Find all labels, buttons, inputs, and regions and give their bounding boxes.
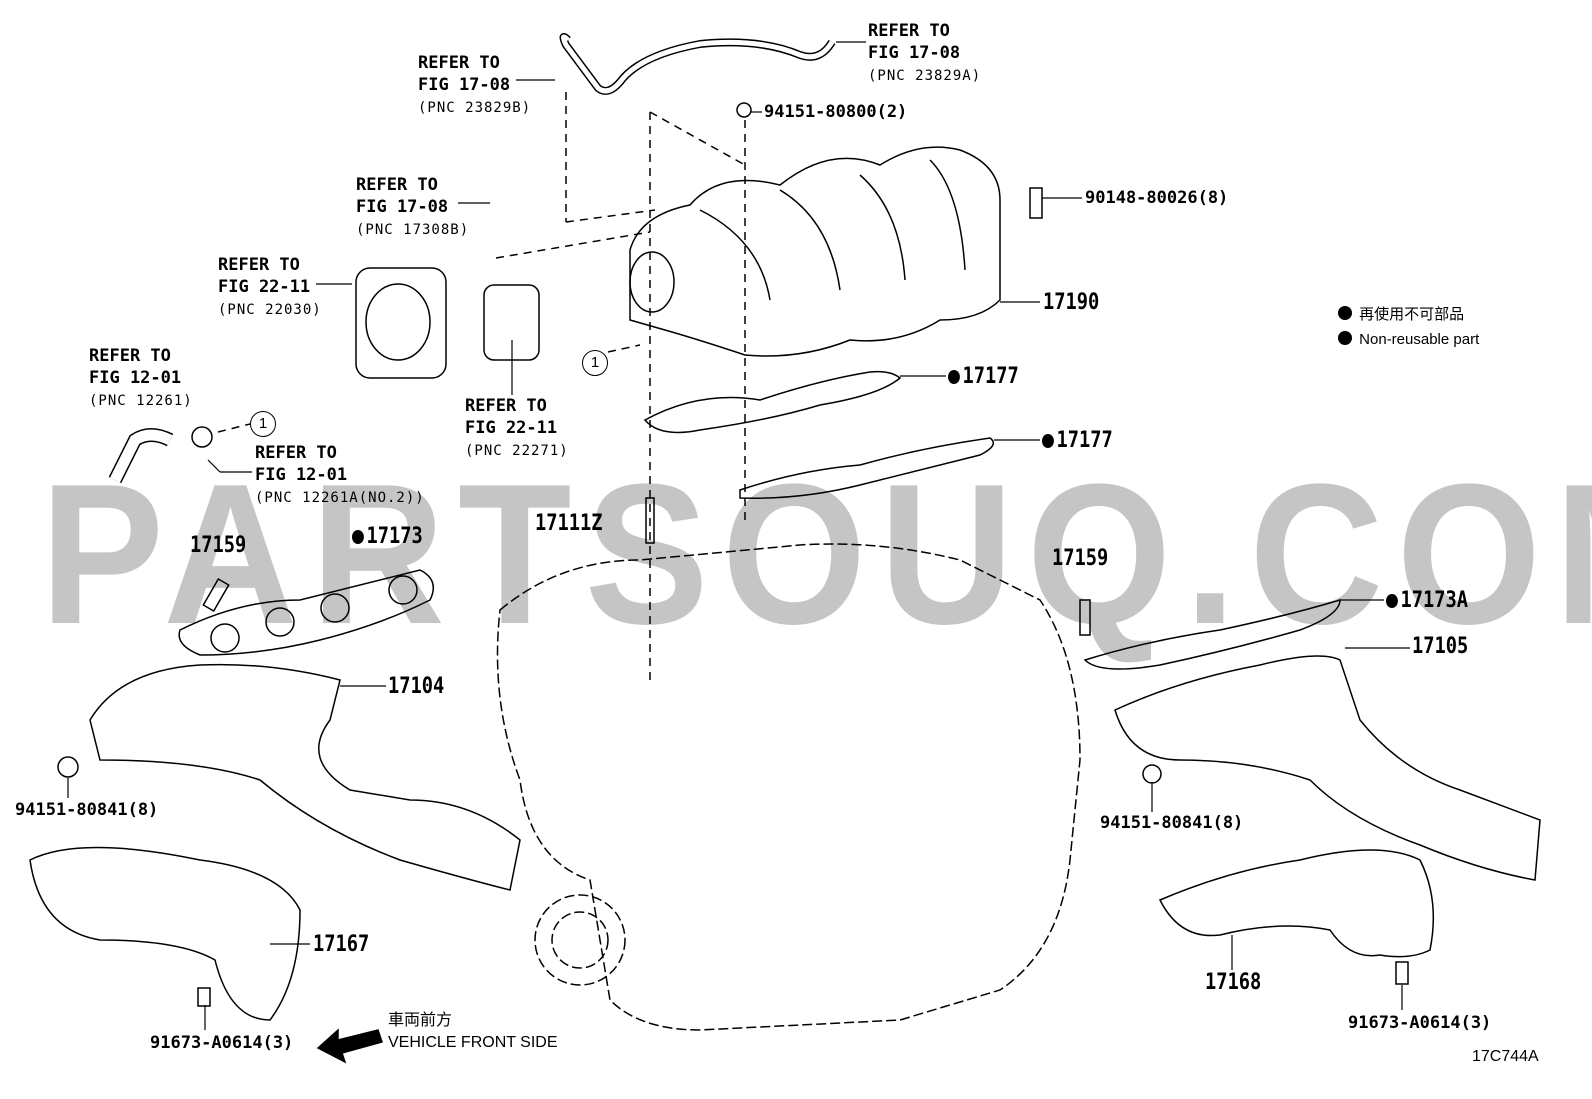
non-reusable-dot-icon [352,530,364,544]
throttle-gasket [483,284,540,361]
part-90148-80026[interactable]: 90148-80026(8) [1085,188,1229,208]
part-17105[interactable]: 17105 [1412,634,1469,659]
ref-line: FIG 12-01 [89,368,182,388]
front-arrow-icon [316,1028,383,1064]
ref-line: FIG 17-08 [418,75,511,95]
front-en: VEHICLE FRONT SIDE [388,1034,558,1051]
legend-item-en: Non-reusable part [1338,327,1479,352]
intake-gasket-2 [739,437,995,499]
stud-17159-left [202,577,230,613]
exhaust-gasket-left [178,569,435,656]
ref-line: REFER TO [418,53,500,73]
ref-line: (PNC 23829A) [868,68,982,84]
dot-icon [1338,306,1352,320]
ref-line: (PNC 22271) [465,443,569,459]
intake-gasket-1 [643,370,902,434]
part-number: 17173A [1400,588,1469,613]
ref-line: REFER TO [868,21,950,41]
part-17168[interactable]: 17168 [1205,970,1262,995]
non-reusable-dot-icon [948,370,960,384]
part-17173a[interactable]: 17173A [1386,588,1468,613]
part-17159-left[interactable]: 17159 [190,533,247,558]
ref-line: (PNC 17308B) [356,222,470,238]
part-94151-80800[interactable]: 94151-80800(2) [764,102,908,122]
part-17159-right[interactable]: 17159 [1052,546,1109,571]
ref-line: FIG 22-11 [465,418,558,438]
part-17167[interactable]: 17167 [313,932,370,957]
part-91673-a0614-left[interactable]: 91673-A0614(3) [150,1033,294,1053]
ref-line: (PNC 12261A(NO.2)) [255,490,425,506]
ref-line: REFER TO [255,443,337,463]
dashed-assembly-lines [217,92,746,680]
callout-marker: 1 [582,350,608,376]
stud-17159-right [1079,599,1091,636]
part-number: 17177 [962,364,1019,389]
part-17104[interactable]: 17104 [388,674,445,699]
ref-line: REFER TO [356,175,438,195]
watermark: PARTSOUQ.COM [40,443,1592,666]
bolt-icon [1029,187,1043,219]
ref-line: REFER TO [218,255,300,275]
exhaust-manifold-left [89,663,521,891]
part-17111z[interactable]: 17111Z [535,511,603,536]
leader-lines [67,41,1410,1030]
legend-text: 再使用不可部品 [1359,306,1465,323]
ref-line: FIG 22-11 [218,277,311,297]
intake-manifold [629,146,1001,357]
throttle-body [355,267,447,379]
ref-line: (PNC 12261) [89,393,193,409]
ref-line: (PNC 22030) [218,302,322,318]
ref-line: REFER TO [89,346,171,366]
part-94151-80841-left[interactable]: 94151-80841(8) [15,800,159,820]
front-jp: 車両前方 [388,1012,453,1029]
part-number: 17177 [1056,428,1113,453]
part-17177-b[interactable]: 17177 [1042,428,1113,453]
part-17177-a[interactable]: 17177 [948,364,1019,389]
dot-icon [1338,331,1352,345]
part-17190[interactable]: 17190 [1043,290,1100,315]
callout-marker: 1 [250,411,276,437]
non-reusable-dot-icon [1042,434,1054,448]
non-reusable-dot-icon [1386,594,1398,608]
ref-line: (PNC 23829B) [418,100,532,116]
stud-17111z [645,497,655,544]
ref-line: FIG 17-08 [356,197,449,217]
part-91673-a0614-right[interactable]: 91673-A0614(3) [1348,1013,1492,1033]
ref-line: FIG 17-08 [868,43,961,63]
part-17173[interactable]: 17173 [352,524,423,549]
legend: 再使用不可部品 Non-reusable part [1338,302,1479,352]
legend-item-jp: 再使用不可部品 [1338,302,1479,327]
part-94151-80841-right[interactable]: 94151-80841(8) [1100,813,1244,833]
figure-code: 17C744A [1472,1048,1539,1065]
heat-insulator-right [1158,849,1435,958]
exhaust-manifold-right [1114,655,1541,881]
heat-insulator-left [29,846,301,1021]
exhaust-gasket-right [1083,598,1341,670]
engine-block [496,543,1081,1031]
ref-line: FIG 12-01 [255,465,348,485]
ref-line: REFER TO [465,396,547,416]
part-number: 17173 [366,524,423,549]
nut-icon [736,102,752,118]
legend-text: Non-reusable part [1359,331,1480,348]
vehicle-front-label: 車両前方 VEHICLE FRONT SIDE [388,1010,558,1054]
